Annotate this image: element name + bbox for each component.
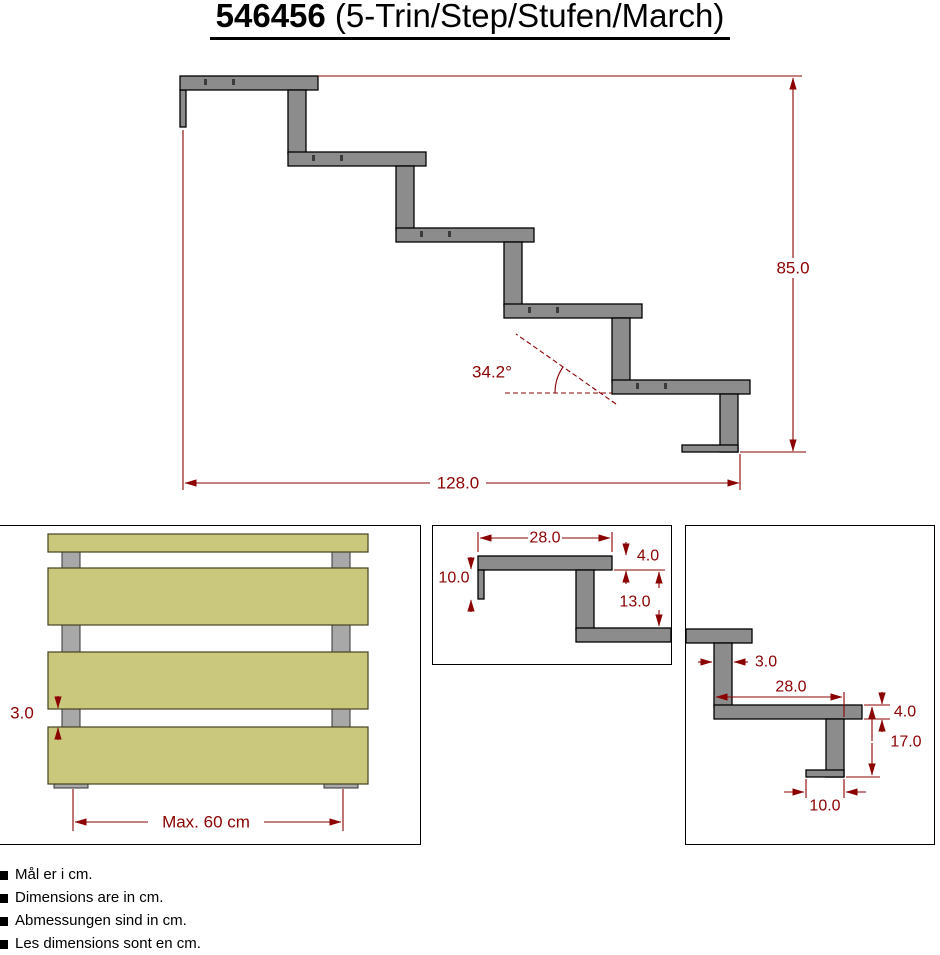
bottom-step-detail-panel: 3.0 28.0 4.0 17.0 10.0 [685,525,935,845]
tread-4 [503,303,643,319]
tread-hole-marks [204,79,667,389]
last-tread [713,704,863,720]
deck-boards [47,533,369,785]
bullet-icon [0,870,8,880]
tread-depth-label: 28.0 [529,530,560,547]
front-view-diagram: 3.0 Max. 60 cm [10,533,369,832]
front-view-dimensions: 3.0 Max. 60 cm [10,696,344,832]
detail-tread [477,555,613,571]
plate-width-label: 3.0 [755,654,777,671]
note-line-da: Mål er i cm. [0,863,201,886]
note-line-en: Dimensions are in cm. [0,886,201,909]
part-number: 546456 [215,0,326,34]
bullet-icon [0,939,8,949]
tread-thickness-label: 4.0 [637,548,659,565]
units-notes: Mål er i cm. Dimensions are in cm. Abmes… [0,863,201,955]
tread-thickness-label: 4.0 [894,704,916,721]
bullet-icon [0,893,8,903]
riser-height-label: 13.0 [619,594,650,611]
bottom-step-detail-diagram: 3.0 28.0 4.0 17.0 10.0 [686,628,922,815]
stair-stringer-shape [179,75,751,453]
bottom-step-shape [686,628,863,778]
tread-5 [611,379,751,395]
board-1 [47,533,369,553]
upper-tread-part [686,628,753,644]
step-detail-dimensions: 28.0 4.0 10.0 13.0 [438,530,665,627]
ground-leg [825,718,845,778]
note-line-de: Abmessungen sind in cm. [0,909,201,932]
total-length-label: 128.0 [437,474,480,493]
board-gap-label: 3.0 [10,704,34,723]
bottom-foot [681,444,739,453]
side-view-dimensions: 128.0 85.0 34.2° [182,75,810,493]
riser-2 [395,165,415,231]
board-4 [47,726,369,785]
total-height-label: 85.0 [776,259,809,278]
bottom-step-dimensions: 3.0 28.0 4.0 17.0 10.0 [698,654,922,815]
detail-riser [575,569,595,631]
ground-foot [805,769,845,778]
tread-1 [179,75,319,91]
bullet-icon [0,916,8,926]
step-detail-shape [477,555,671,643]
bottom-height-label: 17.0 [890,734,921,751]
front-drop-label: 10.0 [438,570,469,587]
note-text: Abmessungen sind in cm. [15,912,187,929]
note-text: Dimensions are in cm. [15,889,164,906]
note-text: Les dimensions sont en cm. [15,935,201,952]
note-text: Mål er i cm. [15,866,93,883]
board-2 [47,567,369,626]
title-underline: 546456 (5-Trin/Step/Stufen/March) [209,0,731,40]
step-detail-panel: 28.0 4.0 10.0 13.0 [432,525,672,665]
riser-1 [287,89,307,155]
foot-length-label: 10.0 [809,798,840,815]
riser-3 [503,241,523,307]
riser-4 [611,317,631,383]
page-title: 546456 (5-Trin/Step/Stufen/March) [0,0,940,40]
step-detail-diagram: 28.0 4.0 10.0 13.0 [438,530,671,643]
tread-depth-label: 28.0 [775,679,806,696]
detail-lower-tread [575,627,671,643]
bottom-leg [719,393,739,453]
title-suffix: (5-Trin/Step/Stufen/March) [325,0,725,34]
angle-label: 34.2° [472,363,512,382]
detail-hook [477,569,485,600]
board-3 [47,651,369,710]
note-line-fr: Les dimensions sont en cm. [0,932,201,955]
side-view-diagram: 128.0 85.0 34.2° [179,75,810,493]
max-spacing-label: Max. 60 cm [162,813,250,832]
top-hook [179,89,187,128]
tread-2 [287,151,427,167]
tread-3 [395,227,535,243]
front-view-panel: 3.0 Max. 60 cm [0,525,421,845]
